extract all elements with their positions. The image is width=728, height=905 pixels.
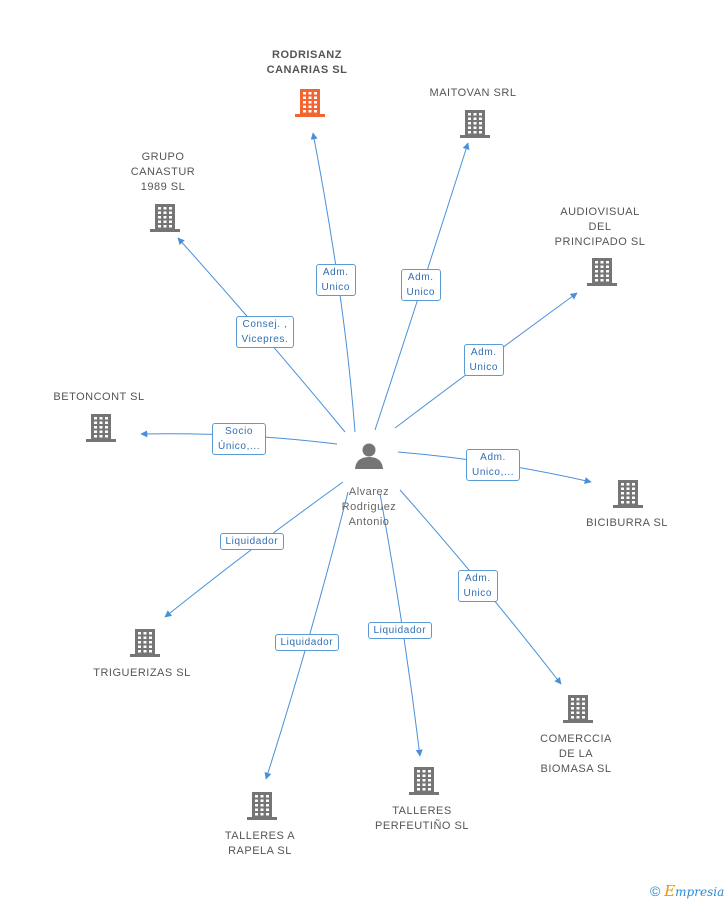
relation-label-triguerizas[interactable]: Liquidador: [219, 532, 285, 550]
company-name-betoncont[interactable]: BETONCONT SL: [53, 391, 145, 403]
relation-label-comerccia[interactable]: Adm. Unico: [457, 570, 499, 602]
relation-label-talleres_p[interactable]: Liquidador: [367, 621, 433, 639]
relation-label-biciburra[interactable]: Adm. Unico,...: [466, 449, 521, 481]
building-icon-triguerizas[interactable]: [130, 629, 160, 657]
building-icon-rodrisanz[interactable]: [295, 89, 325, 117]
building-icon-biciburra[interactable]: [613, 480, 643, 508]
building-icon-audiovisual[interactable]: [587, 258, 617, 286]
company-name-talleres_p[interactable]: TALLERES PERFEUTIÑO SL: [375, 805, 469, 832]
icons-layer: [86, 89, 643, 820]
building-icon-grupo[interactable]: [150, 204, 180, 232]
company-name-comerccia[interactable]: COMERCCIA DE LA BIOMASA SL: [540, 733, 612, 775]
edges-layer: [140, 132, 592, 780]
company-name-triguerizas[interactable]: TRIGUERIZAS SL: [93, 667, 191, 679]
brand-logo: Empresia: [664, 882, 725, 900]
company-name-talleres_a[interactable]: TALLERES A RAPELA SL: [224, 830, 296, 857]
copyright-symbol: ©: [650, 883, 661, 899]
building-icon-betoncont[interactable]: [86, 414, 116, 442]
relation-label-audiovisual[interactable]: Adm. Unico: [463, 344, 505, 376]
company-name-audiovisual[interactable]: AUDIOVISUAL DEL PRINCIPADO SL: [554, 206, 646, 248]
person-icon[interactable]: [355, 443, 383, 470]
relation-label-rodrisanz[interactable]: Adm. Unico: [315, 264, 357, 296]
building-icon-comerccia[interactable]: [563, 695, 593, 723]
building-icon-maitovan[interactable]: [460, 110, 490, 138]
relation-label-talleres_a[interactable]: Liquidador: [274, 633, 340, 651]
building-icon-talleres_a[interactable]: [247, 792, 277, 820]
company-name-rodrisanz[interactable]: RODRISANZ CANARIAS SL: [266, 49, 348, 76]
building-icon-talleres_p[interactable]: [409, 767, 439, 795]
company-name-biciburra[interactable]: BICIBURRA SL: [586, 517, 668, 529]
relation-label-maitovan[interactable]: Adm. Unico: [400, 269, 442, 301]
relation-label-grupo[interactable]: Consej. , Vicepres.: [235, 316, 295, 348]
footer-brand: © Empresia: [650, 882, 724, 900]
edge-triguerizas: [164, 481, 344, 618]
person-name[interactable]: Alvarez Rodriguez Antonio: [341, 486, 397, 528]
company-name-grupo[interactable]: GRUPO CANASTUR 1989 SL: [130, 151, 196, 193]
relation-label-betoncont[interactable]: Socio Único,...: [212, 423, 267, 455]
company-name-maitovan[interactable]: MAITOVAN SRL: [429, 87, 517, 99]
